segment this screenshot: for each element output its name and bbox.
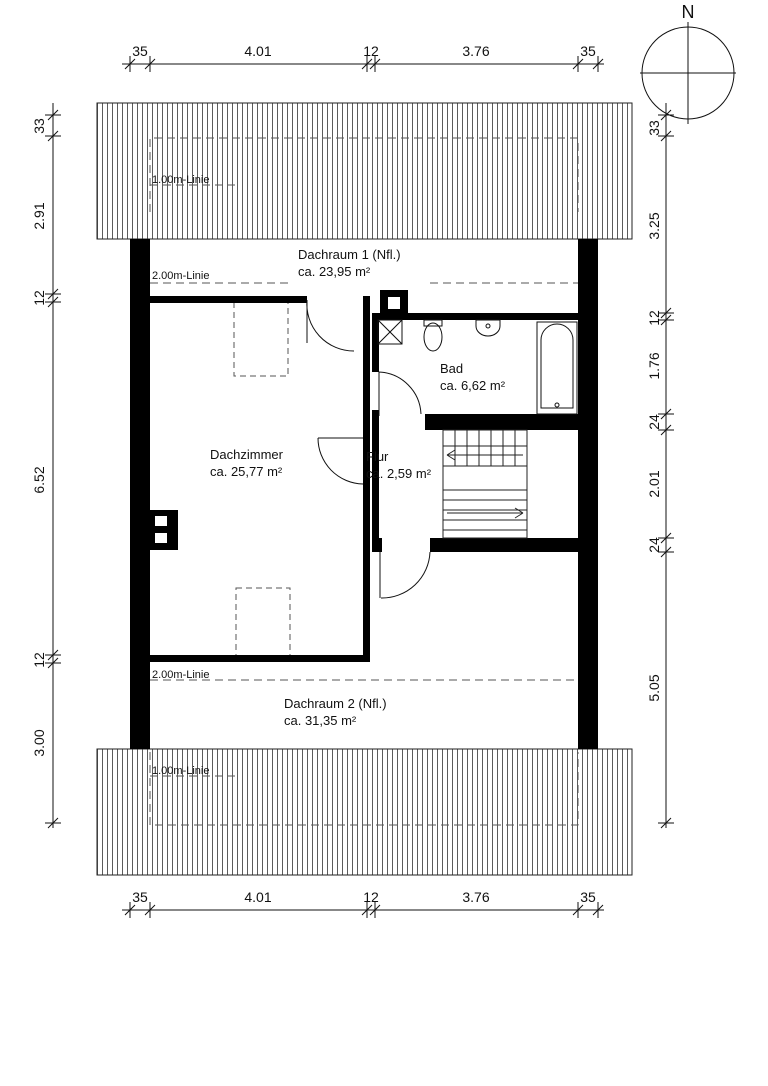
dimension-labels-left: 33 2.91 12 6.52 12 3.00 [31, 118, 47, 757]
door-dachzimmer-north [306, 299, 355, 352]
dimension-chain-top [122, 56, 604, 72]
room-dachraum1: Dachraum 1 (Nfl.) ca. 23,95 m² [298, 247, 401, 279]
room-bad-area: ca. 6,62 m² [440, 378, 506, 393]
dim-right-2: 12 [646, 310, 662, 326]
wall-interior-corridor-west [363, 296, 370, 660]
room-bad: Bad ca. 6,62 m² [440, 361, 506, 393]
dim-right-4: 24 [646, 414, 662, 430]
wall-stair-south [430, 538, 578, 552]
chimney-north [380, 290, 408, 316]
door-dachzimmer-flur [317, 437, 364, 485]
room-flur-name: Flur [366, 449, 389, 464]
dimension-chain-right [658, 103, 674, 829]
wall-flur-east [372, 416, 379, 548]
dim-left-3: 6.52 [31, 466, 47, 493]
dim-left-1: 2.91 [31, 202, 47, 229]
height-line-label-2m-top: 2.00m-Linie [152, 270, 209, 282]
wall-bad-south [425, 414, 578, 430]
skylight-upper [233, 301, 289, 377]
room-dachraum1-area: ca. 23,95 m² [298, 264, 371, 279]
wall-interior-bad-west-lower [372, 410, 379, 416]
height-line-label-2m-bottom: 2.00m-Linie [152, 669, 209, 681]
dimension-chain-left [45, 103, 61, 829]
skylight-lower [235, 587, 291, 661]
staircase [442, 429, 528, 539]
dim-right-1: 3.25 [646, 212, 662, 239]
height-line-1m-top-outline [149, 137, 579, 212]
room-dachzimmer: Dachzimmer ca. 25,77 m² [210, 447, 284, 479]
dimension-labels-top: 35 4.01 12 3.76 35 [132, 43, 596, 59]
door-bad [378, 371, 422, 416]
dim-left-5: 3.00 [31, 729, 47, 756]
dim-right-5: 2.01 [646, 470, 662, 497]
room-dachraum2-area: ca. 31,35 m² [284, 713, 357, 728]
dim-top-2: 12 [363, 43, 379, 59]
dim-left-0: 33 [31, 118, 47, 134]
dim-top-0: 35 [132, 43, 148, 59]
room-dachzimmer-area: ca. 25,77 m² [210, 464, 283, 479]
dim-top-4: 35 [580, 43, 596, 59]
dim-right-0: 33 [646, 120, 662, 136]
room-bad-name: Bad [440, 361, 463, 376]
dim-bottom-0: 35 [132, 889, 148, 905]
north-compass: N [640, 2, 736, 124]
shower-tray [377, 319, 403, 345]
room-flur-area: ca. 2,59 m² [366, 466, 432, 481]
washbasin [475, 319, 501, 337]
dim-top-3: 3.76 [462, 43, 489, 59]
room-flur: Flur ca. 2,59 m² [366, 449, 432, 481]
dim-left-2: 12 [31, 290, 47, 306]
room-dachzimmer-name: Dachzimmer [210, 447, 284, 462]
dim-right-7: 5.05 [646, 674, 662, 701]
bathtub [536, 321, 578, 415]
dim-right-6: 24 [646, 537, 662, 553]
toilet [423, 319, 443, 352]
wall-dachzimmer-south [150, 655, 370, 662]
wall-north-left [150, 296, 307, 303]
wall-exterior-east [578, 239, 598, 749]
wall-north-right [372, 313, 578, 320]
dim-right-3: 1.76 [646, 352, 662, 379]
room-dachraum2: Dachraum 2 (Nfl.) ca. 31,35 m² [284, 696, 387, 728]
height-line-label-1m-top: 1.00m-Linie [152, 174, 209, 186]
dim-bottom-4: 35 [580, 889, 596, 905]
walls [130, 239, 598, 749]
dimension-chain-bottom [122, 902, 604, 918]
dimension-labels-bottom: 35 4.01 12 3.76 35 [132, 889, 596, 905]
north-label: N [682, 2, 695, 22]
roof-band-bottom [96, 748, 633, 876]
wall-exterior-west [130, 239, 150, 749]
room-dachraum1-name: Dachraum 1 (Nfl.) [298, 247, 401, 262]
dimension-labels-right: 33 3.25 12 1.76 24 2.01 24 5.05 [646, 120, 662, 702]
dim-bottom-1: 4.01 [244, 889, 271, 905]
wall-interior-bad-west [372, 320, 379, 372]
door-flur-south [379, 551, 431, 599]
chimney-west [150, 510, 178, 550]
dim-top-1: 4.01 [244, 43, 271, 59]
dim-bottom-3: 3.76 [462, 889, 489, 905]
height-line-1m-bottom-outline [149, 752, 579, 826]
roof-band-top [96, 102, 633, 240]
height-line-label-1m-bottom: 1.00m-Linie [152, 765, 209, 777]
room-dachraum2-name: Dachraum 2 (Nfl.) [284, 696, 387, 711]
dim-bottom-2: 12 [363, 889, 379, 905]
dim-left-4: 12 [31, 652, 47, 668]
